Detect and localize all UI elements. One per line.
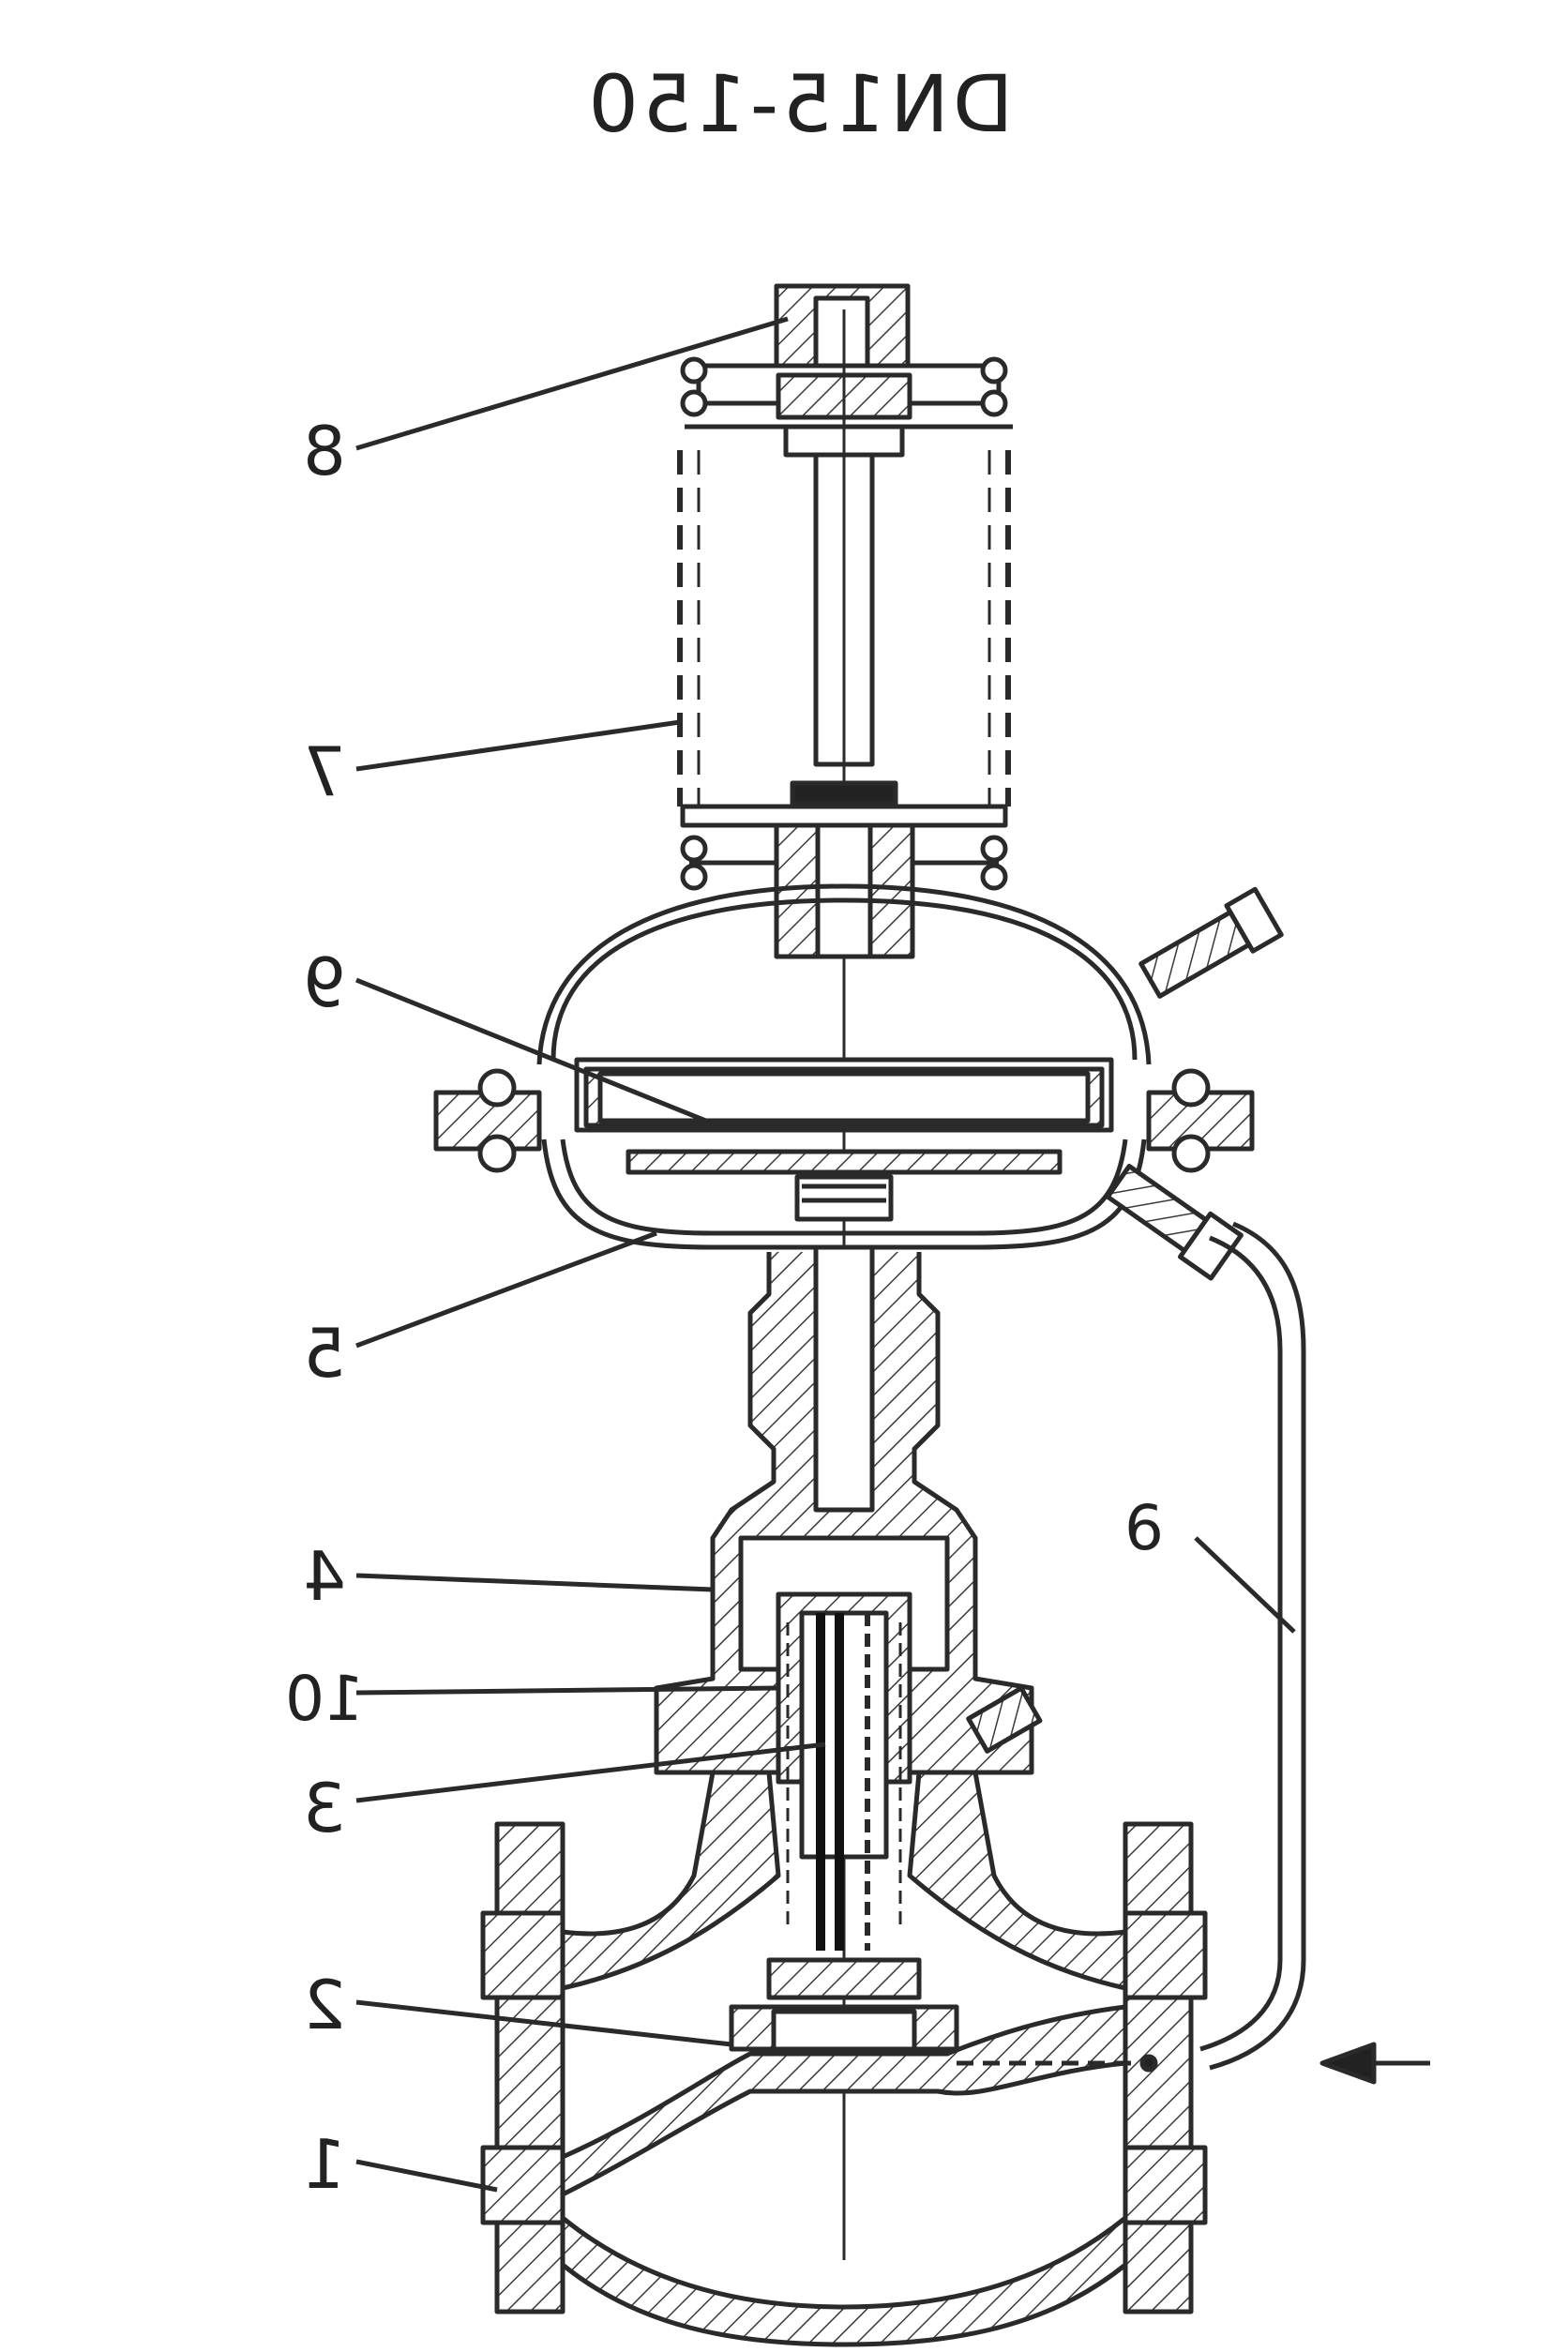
valve-body xyxy=(480,1770,1208,2347)
page-title: DN15-150 xyxy=(584,58,1013,150)
callout-label-9: 9 xyxy=(303,943,346,1022)
callout-label-10: 10 xyxy=(285,1663,364,1735)
callout-label-4: 4 xyxy=(303,1537,346,1616)
callout-label-3: 3 xyxy=(303,1769,346,1847)
vent-fitting xyxy=(1138,886,1284,999)
pipe-fitting xyxy=(1105,1163,1244,1281)
callout-label-6: 6 xyxy=(1124,1492,1164,1564)
leader-lines xyxy=(355,316,1296,2193)
callout-label-8: 8 xyxy=(303,412,346,490)
left-bolt xyxy=(433,1068,542,1173)
callout-label-1: 1 xyxy=(303,2125,346,2204)
callout-label-2: 2 xyxy=(303,1966,346,2044)
callout-label-5: 5 xyxy=(303,1314,346,1393)
bonnet xyxy=(654,1244,1043,1951)
callout-label-7: 7 xyxy=(303,732,346,811)
page-title-group: DN15-150 xyxy=(584,58,1013,150)
impulse-pipe xyxy=(1199,1221,1306,2071)
right-bolt xyxy=(1146,1068,1255,1173)
flow-arrow xyxy=(1319,2042,1430,2085)
callout-labels: 8 7 9 5 4 10 3 2 1 6 xyxy=(285,412,1164,2204)
